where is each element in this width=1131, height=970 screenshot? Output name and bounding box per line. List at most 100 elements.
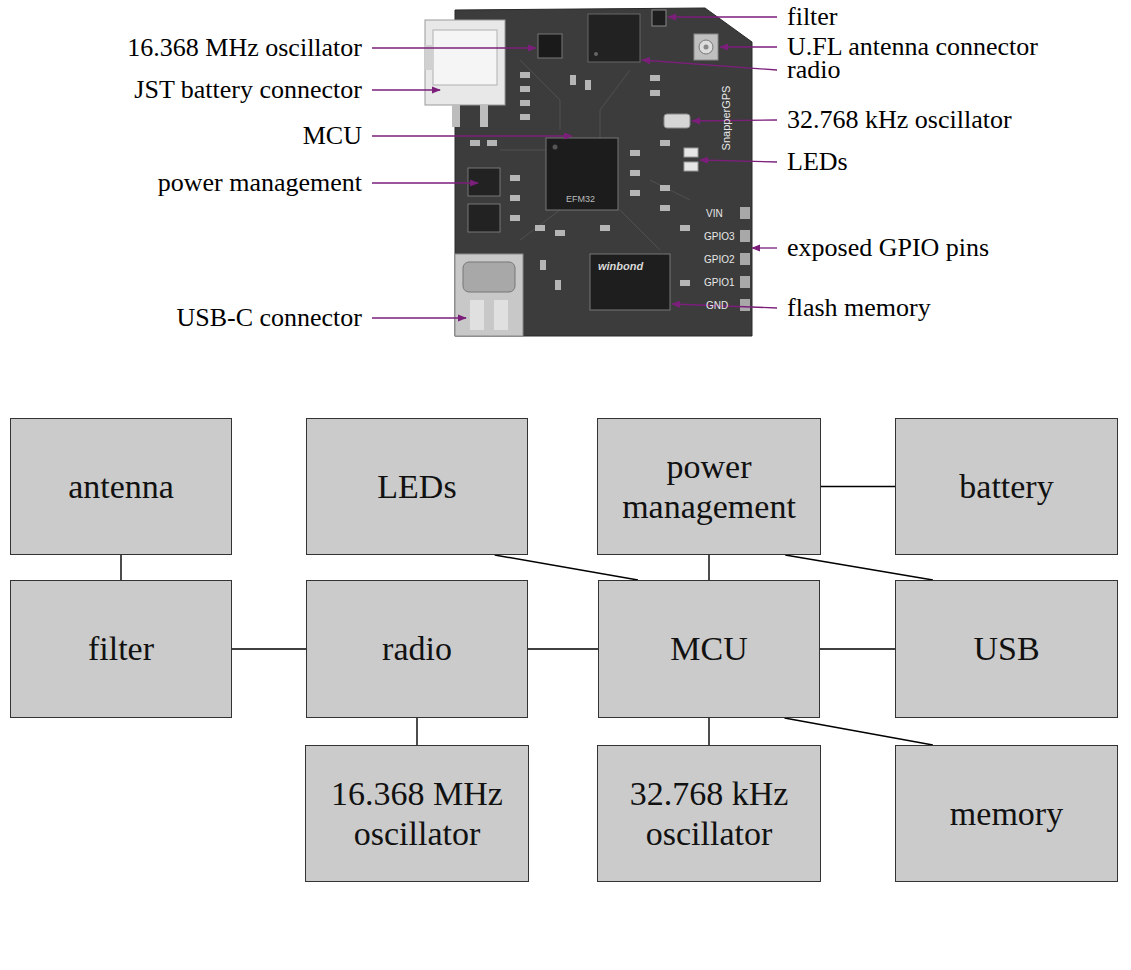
block-box: memory (895, 745, 1118, 882)
pcb-detail (652, 10, 666, 26)
block-box: battery (895, 418, 1118, 555)
pcb-detail (664, 114, 690, 128)
pcb-detail (585, 80, 591, 90)
pcb-detail (620, 210, 660, 250)
block-label: battery (959, 467, 1053, 506)
connector-line (785, 555, 933, 580)
block-box: power management (597, 418, 821, 555)
pcb-detail (553, 145, 558, 150)
block-label: LEDs (377, 467, 456, 506)
block-label: 16.368 MHz oscillator (314, 774, 520, 852)
block-box: antenna (10, 418, 232, 555)
pcb-detail (555, 230, 565, 236)
board-marking: GND (706, 300, 728, 311)
pcb-detail (372, 135, 572, 136)
gpio-pads (740, 207, 750, 311)
block-box: filter (10, 580, 232, 718)
pcb-detail (546, 138, 618, 210)
jst-connector (425, 20, 505, 127)
pcb-detail (520, 210, 560, 240)
pcb-detail (740, 253, 750, 265)
pcb-detail (555, 280, 561, 290)
block-label: radio (382, 629, 452, 668)
pcb-detail (433, 30, 497, 85)
pcb-detail (540, 260, 546, 270)
callout-label: exposed GPIO pins (787, 234, 989, 263)
connector-line (820, 648, 895, 649)
connector-line (232, 648, 306, 649)
pcb-detail (570, 75, 576, 85)
led-parts (684, 148, 698, 171)
pcb-detail (520, 100, 530, 106)
pcb-detail (487, 140, 497, 146)
pcb-detail (650, 180, 690, 200)
pcb-detail (660, 205, 670, 211)
pcb-detail (480, 105, 488, 127)
pcb-detail (740, 299, 750, 311)
pcb-detail (699, 40, 713, 54)
pcb-detail (455, 254, 523, 336)
block-label: USB (973, 629, 1039, 668)
callout-label: LEDs (787, 148, 848, 177)
pcb-detail (372, 317, 466, 318)
pcb-detail (520, 60, 560, 130)
pcb-detail (630, 190, 640, 196)
pcb-detail (510, 215, 520, 221)
callout-label: power management (158, 169, 362, 198)
connector-line (821, 486, 895, 487)
block-box: radio (306, 580, 528, 718)
block-label: MCU (670, 629, 747, 668)
pcb-detail (500, 150, 545, 151)
pcb-detail (740, 207, 750, 219)
pcb-detail (700, 160, 777, 162)
pcb-detail (650, 75, 660, 81)
pcb-detail (684, 162, 698, 171)
mcu-chip (546, 138, 618, 210)
connector-line (784, 718, 932, 745)
pcb-detail (642, 60, 777, 70)
pcb-detail (720, 46, 777, 47)
pcb-detail (468, 204, 500, 232)
pcb-detail (372, 89, 440, 90)
callout-label: filter (787, 3, 838, 32)
pcb-detail (470, 300, 484, 330)
oscillator-16mhz (538, 34, 562, 58)
pcb-detail (650, 90, 660, 96)
block-box: MCU (598, 580, 820, 718)
block-box: 16.368 MHz oscillator (305, 745, 529, 882)
pcb-detail (468, 168, 500, 196)
callout-label: 32.768 kHz oscillator (787, 106, 1012, 135)
pcb-detail (630, 150, 640, 156)
connector-line (120, 555, 121, 580)
pcb-detail (452, 105, 460, 127)
pcb-detail (520, 86, 530, 92)
block-label: filter (88, 629, 154, 668)
pcb-detail (538, 34, 562, 58)
radio-chip (588, 14, 640, 62)
board-marking: GPIO2 (704, 254, 735, 265)
usb-c-connector (455, 254, 523, 336)
block-label: power management (606, 447, 812, 525)
board-marking: EFM32 (566, 195, 595, 205)
flash-chip (590, 254, 670, 310)
leader-lines (372, 17, 777, 318)
pcb-detail (694, 34, 718, 60)
pcb-detail (494, 300, 508, 330)
block-label: antenna (68, 467, 174, 506)
pcb-detail (470, 140, 480, 146)
block-label: memory (950, 794, 1063, 833)
board-marking: winbond (598, 260, 643, 272)
pcb-detail (425, 45, 433, 70)
filter-part (652, 10, 666, 26)
block-box: 32.768 kHz oscillator (597, 745, 821, 882)
board-marking: SnapperGPS (720, 86, 732, 151)
connector-line (495, 555, 638, 580)
pcb-detail (704, 45, 709, 50)
ufl-connector (694, 34, 718, 60)
board-marking: GPIO3 (704, 231, 735, 242)
block-box: USB (895, 580, 1118, 718)
block-box: LEDs (306, 418, 528, 555)
pcb-detail (684, 148, 698, 157)
callout-label: radio (787, 56, 840, 85)
pcb-detail (510, 195, 520, 201)
